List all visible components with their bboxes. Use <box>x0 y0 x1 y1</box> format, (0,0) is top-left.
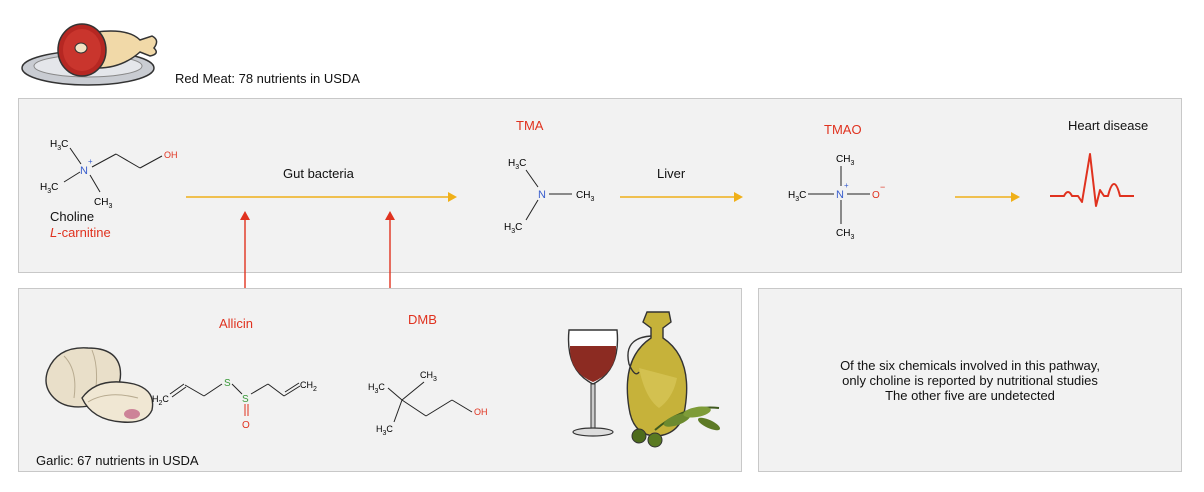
svg-text:CH3: CH3 <box>836 154 854 167</box>
gut-bacteria-label: Gut bacteria <box>283 166 354 181</box>
gut-bacteria-arrow <box>186 192 457 202</box>
liver-label: Liver <box>657 166 686 181</box>
note-text: Of the six chemicals involved in this pa… <box>758 288 1182 472</box>
svg-text:H3C: H3C <box>368 382 385 395</box>
svg-text:N: N <box>80 165 88 177</box>
svg-text:S: S <box>242 394 249 405</box>
svg-text:H3C: H3C <box>788 190 806 203</box>
svg-text:H3C: H3C <box>50 139 68 152</box>
svg-text:+: + <box>88 157 93 166</box>
dmb-label: DMB <box>408 312 437 327</box>
dmb-structure: CH3 H3C H3C OH <box>368 370 488 436</box>
svg-text:CH3: CH3 <box>836 228 854 240</box>
inhibitor-panel <box>18 288 742 472</box>
svg-text:H3C: H3C <box>508 158 526 171</box>
ham-on-plate-icon <box>21 23 158 86</box>
garlic-icon <box>45 347 154 423</box>
svg-text:OH: OH <box>164 150 178 160</box>
svg-text:−: − <box>880 182 885 192</box>
svg-text:H2C: H2C <box>152 394 169 407</box>
choline-structure: H3C H3C CH3 N + OH <box>40 139 178 210</box>
tma-label: TMA <box>516 118 544 133</box>
allicin-structure: H2C S S O CH2 <box>152 378 317 431</box>
heart-disease-label: Heart disease <box>1068 118 1149 133</box>
svg-text:O: O <box>872 190 880 201</box>
svg-text:S: S <box>224 378 231 389</box>
svg-text:O: O <box>242 420 250 431</box>
red-meat-caption: Red Meat: 78 nutrients in USDA <box>175 71 360 86</box>
choline-label: Choline <box>50 209 95 224</box>
svg-text:CH2: CH2 <box>300 380 317 393</box>
olive-oil-jug-icon <box>626 311 721 448</box>
note-panel <box>758 288 1182 472</box>
allicin-inhibition-arrow <box>240 211 250 290</box>
tma-structure: H3C N CH3 H3C <box>504 158 594 235</box>
heart-disease-arrow <box>955 192 1020 202</box>
liver-arrow <box>620 192 743 202</box>
tmao-label: TMAO <box>824 122 862 137</box>
svg-text:N: N <box>538 189 546 201</box>
svg-text:+: + <box>844 181 849 190</box>
svg-text:OH: OH <box>474 407 488 417</box>
svg-text:CH3: CH3 <box>576 190 594 203</box>
carnitine-label: L-carnitine <box>50 225 111 240</box>
svg-text:H3C: H3C <box>376 424 393 436</box>
dmb-inhibition-arrow <box>385 211 395 290</box>
note-line-2: The other five are undetected <box>885 387 1055 403</box>
svg-text:H3C: H3C <box>504 222 522 235</box>
heartbeat-icon <box>1050 153 1134 207</box>
tmao-structure: CH3 H3C N + O − CH3 <box>788 154 885 240</box>
wine-glass-icon <box>567 329 619 437</box>
svg-text:CH3: CH3 <box>94 197 112 210</box>
svg-text:N: N <box>836 189 844 201</box>
note-line-1: Of the six chemicals involved in this pa… <box>840 357 1100 388</box>
svg-text:CH3: CH3 <box>420 370 437 383</box>
allicin-label: Allicin <box>219 316 253 331</box>
garlic-caption: Garlic: 67 nutrients in USDA <box>36 453 199 468</box>
pathway-panel <box>18 98 1182 273</box>
svg-text:H3C: H3C <box>40 182 58 195</box>
